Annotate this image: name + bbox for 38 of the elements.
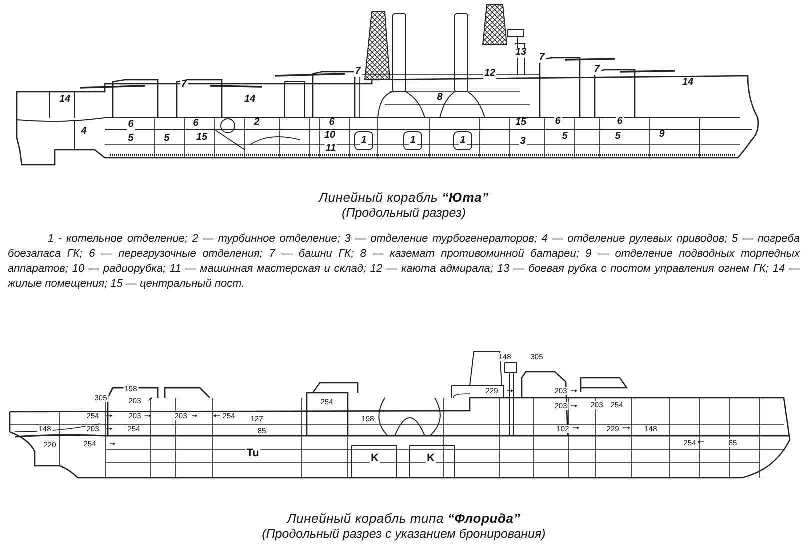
callout-number: 7 (538, 53, 546, 63)
callout-number: 11 (324, 144, 338, 154)
callout-number: 15 (514, 118, 528, 128)
callout-number: 14 (243, 95, 257, 105)
callout-number: 8 (436, 93, 444, 103)
callout-number: 5 (614, 132, 622, 142)
callout-number: 15 (195, 133, 209, 143)
callout-number: 6 (192, 119, 200, 129)
callout-number: 4 (80, 127, 88, 137)
callout-number: 6 (616, 117, 624, 127)
callout-number: 14 (58, 95, 72, 105)
callout-number: 9 (658, 130, 666, 140)
caption-subtitle: (Продольный разрез) (340, 206, 467, 220)
callout-number: 1 (459, 136, 467, 146)
callout-number: 7 (180, 80, 188, 90)
compartment-letter: Tu (246, 448, 260, 460)
compartment-letter: K (426, 454, 436, 464)
callout-number: 2 (253, 118, 261, 128)
callout-number: 1 (409, 136, 417, 146)
callout-number: 14 (681, 78, 695, 88)
callout-number: 5 (127, 134, 135, 144)
callout-number: 1 (360, 136, 368, 146)
callout-number: 6 (554, 117, 562, 127)
caption-title: Линейный корабль типа “Флорида” (286, 511, 522, 526)
callout-number: 7 (354, 67, 362, 77)
callout-number: 13 (514, 48, 528, 58)
callout-number: 5 (163, 134, 171, 144)
legend-note: 1 - котельное отделение; 2 — турбинное отделение; 3 — отделение турбогенераторов; 4 — отделение рулевых приводов; 5 — погреба боезапаса ГК; 6 — перегрузочные отделения; 7 — башни ГК; 8 — каземат противоминной батареи; 9 — отделение подводных торпедных аппаратов; 10 — радиорубка; 11 — машинная мастерская и склад; 12 — каюта адмирала; 13 — боевая рубка с постом управления огнем ГК; 14 — жилые помещения; 15 — центральный пост. (8, 232, 800, 292)
callout-number: 10 (323, 131, 337, 141)
callout-number: 6 (127, 120, 135, 130)
callout-number: 7 (593, 65, 601, 75)
caption-subtitle: (Продольный разрез с указанием бронирования) (261, 527, 547, 541)
caption-title: Линейный корабль “Юта” (317, 190, 490, 205)
callout-number: 12 (483, 69, 497, 79)
callout-number: 6 (328, 118, 336, 128)
callout-number: 5 (561, 132, 569, 142)
compartment-letter: K (370, 454, 380, 464)
callout-number: 3 (519, 137, 527, 147)
